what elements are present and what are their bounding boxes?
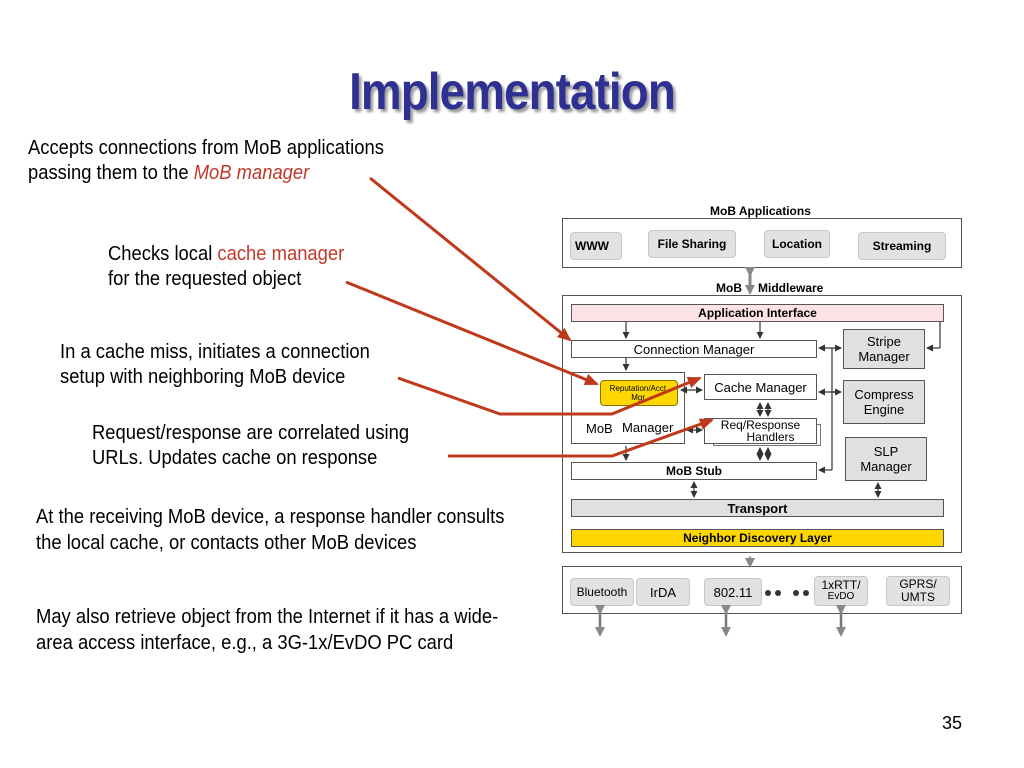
mob-manager-label-right: Manager xyxy=(622,420,674,435)
note-text: setup with neighboring MoB device xyxy=(60,366,346,388)
interface-irda: IrDA xyxy=(636,578,690,606)
rtt-line1: 1xRTT/ xyxy=(821,578,861,592)
mob-manager-label-left: MoB xyxy=(586,421,613,436)
gprs-line2: UMTS xyxy=(901,590,935,604)
note-text: URLs. Updates cache on response xyxy=(92,447,378,469)
callout-arrow-req-response xyxy=(448,418,714,458)
req-response-handlers: Req/Response Handlers xyxy=(704,418,817,444)
slp-line1: SLP xyxy=(873,444,899,459)
note-text: Request/response are correlated using xyxy=(92,422,410,444)
slide-title: Implementation xyxy=(349,63,676,121)
paragraph-receiving-device: At the receiving MoB device, a response … xyxy=(36,506,505,554)
apps-section-label: MoB Applications xyxy=(710,204,811,218)
compress-line1: Compress xyxy=(854,387,914,402)
note-accepts-connections: Accepts connections from MoB application… xyxy=(28,136,384,186)
slp-line2: Manager xyxy=(860,459,912,474)
ellipsis-dots xyxy=(765,590,809,596)
app-streaming: Streaming xyxy=(858,232,946,260)
transport-layer: Transport xyxy=(571,499,944,517)
reputation-line1: Reputation/Acct. xyxy=(609,384,669,393)
note-text: In a cache miss, initiates a connection xyxy=(60,341,370,363)
note-request-response: Request/response are correlated using UR… xyxy=(92,421,409,471)
interface-802-11: 802.11 xyxy=(704,578,762,606)
stripe-line2: Manager xyxy=(858,349,910,364)
req-response-line1: Req/Response xyxy=(720,418,801,432)
mob-stub: MoB Stub xyxy=(571,462,817,480)
page-number: 35 xyxy=(941,713,962,733)
callout-arrow-cache-manager xyxy=(397,376,702,416)
req-response-line2: Handlers xyxy=(746,430,795,444)
compress-engine: Compress Engine xyxy=(843,380,925,424)
note-text: passing them to the xyxy=(28,162,194,184)
app-file-sharing: File Sharing xyxy=(648,230,736,258)
paragraph-internet-retrieval: May also retrieve object from the Intern… xyxy=(36,606,499,654)
connection-manager: Connection Manager xyxy=(571,340,817,358)
reputation-line2: Mgr. xyxy=(631,393,647,402)
note-checks-cache: Checks local cache manager for the reque… xyxy=(108,242,344,292)
note-text: Checks local xyxy=(108,243,218,265)
middleware-label-right: Middleware xyxy=(758,281,824,295)
note-text: for the requested object xyxy=(108,268,302,290)
compress-line2: Engine xyxy=(863,402,905,417)
rtt-line2: EvDO xyxy=(827,591,855,602)
callout-arrow-reputation xyxy=(345,280,599,386)
app-location: Location xyxy=(764,230,830,258)
middleware-label-left: MoB xyxy=(716,281,742,295)
note-cache-miss: In a cache miss, initiates a connection … xyxy=(60,340,370,390)
note-highlight-mob-manager: MoB manager xyxy=(193,162,310,184)
note-highlight-cache-manager: cache manager xyxy=(217,243,345,265)
interface-1xrtt-evdo: 1xRTT/ EvDO xyxy=(814,576,868,606)
neighbor-discovery-layer: Neighbor Discovery Layer xyxy=(571,529,944,547)
callout-arrow-connection-manager xyxy=(369,176,572,342)
note-text: Accepts connections from MoB application… xyxy=(28,137,384,159)
stripe-line1: Stripe xyxy=(867,334,901,349)
slp-manager: SLP Manager xyxy=(845,437,927,481)
cache-manager: Cache Manager xyxy=(704,374,817,400)
gprs-line1: GPRS/ xyxy=(899,577,937,591)
app-www: WWW xyxy=(570,232,622,260)
application-interface: Application Interface xyxy=(571,304,944,322)
interface-gprs-umts: GPRS/ UMTS xyxy=(886,576,950,606)
stripe-manager: Stripe Manager xyxy=(843,329,925,369)
